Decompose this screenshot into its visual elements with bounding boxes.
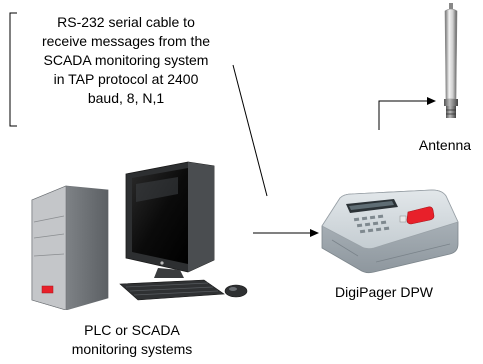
pager-label: DigiPager DPW bbox=[334, 284, 434, 300]
callout-line: RS-232 serial cable to bbox=[57, 14, 195, 30]
desktop-computer-icon bbox=[31, 161, 248, 310]
pager-device-icon bbox=[321, 189, 459, 274]
antenna-link-arrow bbox=[378, 97, 436, 130]
callout-pointer-line bbox=[232, 64, 268, 197]
callout-line: baud, 8, N,1 bbox=[87, 90, 165, 106]
antenna-label: Antenna bbox=[418, 137, 472, 153]
callout-bracket bbox=[9, 12, 17, 127]
callout-line: in TAP protocol at 2400 bbox=[53, 71, 199, 87]
callout-line: SCADA monitoring system bbox=[43, 52, 209, 68]
callout-text: RS-232 serial cable to receive messages … bbox=[12, 13, 240, 108]
pc-label: PLC or SCADA monitoring systems bbox=[42, 321, 222, 359]
callout-line: receive messages from the bbox=[41, 33, 211, 49]
pc-label-line: PLC or SCADA bbox=[84, 322, 180, 338]
antenna-icon bbox=[444, 3, 458, 118]
pc-label-line: monitoring systems bbox=[71, 341, 193, 357]
